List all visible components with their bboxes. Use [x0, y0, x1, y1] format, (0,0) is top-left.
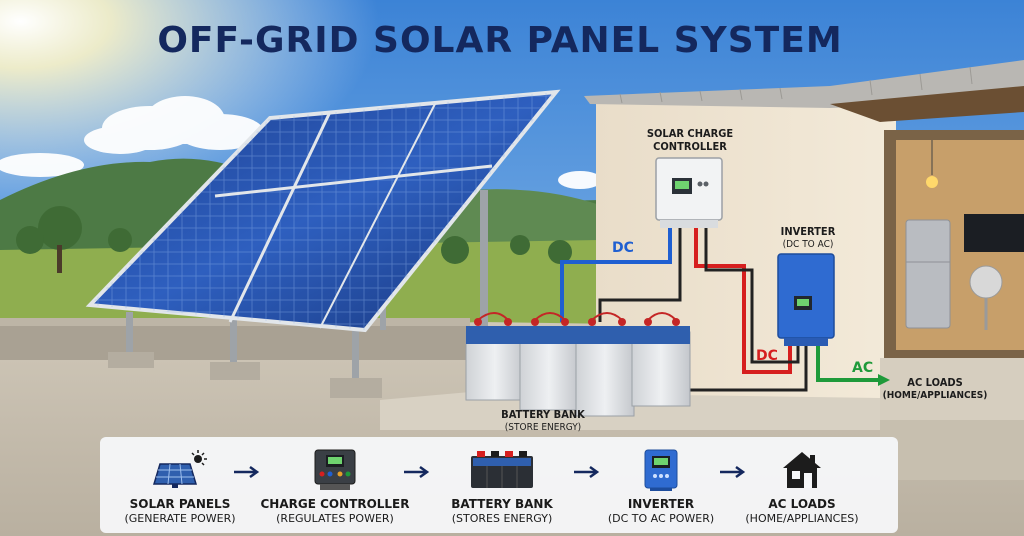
flow-step-name: SOLAR PANELS	[129, 497, 231, 511]
flow-step-name: AC LOADS	[768, 497, 836, 511]
flow-step-desc: (HOME/APPLIANCES)	[745, 512, 859, 525]
charge-controller-label-line1: SOLAR CHARGE	[646, 127, 734, 140]
diagram-title: OFF-GRID SOLAR PANEL SYSTEM	[157, 20, 843, 61]
dc-wire-label-inverter: DC	[756, 348, 778, 364]
battery-bank-device	[465, 312, 691, 417]
charge-controller-label: SOLAR CHARGE CONTROLLER	[640, 127, 740, 153]
flow-step-name: INVERTER	[627, 497, 695, 511]
flow-step-desc: (GENERATE POWER)	[124, 512, 236, 525]
flow-step-desc: (STORES ENERGY)	[451, 512, 553, 525]
inverter-icon	[644, 449, 678, 491]
charge-controller-label-line2: CONTROLLER	[653, 139, 727, 153]
charge-controller-icon	[314, 449, 356, 490]
inverter-label-sub: (DC TO AC)	[782, 238, 834, 250]
flow-step-inverter: INVERTER (DC TO AC POWER)	[581, 447, 741, 525]
system-flow-strip: SOLAR PANELS (GENERATE POWER) CHARGE CON…	[100, 437, 898, 533]
charge-controller-device	[655, 157, 723, 228]
ac-loads-label: AC LOADS (HOME/APPLIANCES)	[880, 376, 990, 401]
inverter-label-name: INVERTER	[780, 225, 836, 238]
battery-bank-label-name: BATTERY BANK	[501, 408, 585, 421]
battery-bank-icon	[471, 451, 533, 488]
arrow-right-icon	[720, 465, 746, 479]
flow-step-ac-loads: AC LOADS (HOME/APPLIANCES)	[722, 447, 882, 525]
flow-step-desc: (DC TO AC POWER)	[607, 512, 715, 525]
battery-bank-label: BATTERY BANK (STORE ENERGY)	[488, 408, 598, 433]
flow-step-solar-panels: SOLAR PANELS (GENERATE POWER)	[100, 447, 260, 525]
arrow-right-icon	[574, 465, 600, 479]
inverter-device	[777, 253, 835, 346]
arrow-right-icon	[404, 465, 430, 479]
solar-panel-array	[85, 89, 561, 333]
ac-loads-label-sub: (HOME/APPLIANCES)	[882, 389, 988, 401]
flow-step-name: BATTERY BANK	[451, 497, 553, 511]
solar-panel-icon	[152, 450, 207, 488]
flow-step-battery-bank: BATTERY BANK (STORES ENERGY)	[422, 447, 582, 525]
ac-loads-label-name: AC LOADS	[907, 376, 963, 389]
ac-wire-label: AC	[852, 360, 874, 376]
dc-wire-label-panel: DC	[612, 240, 634, 256]
flow-step-name: CHARGE CONTROLLER	[260, 497, 410, 511]
flow-step-desc: (REGULATES POWER)	[276, 512, 394, 525]
inverter-label: INVERTER (DC TO AC)	[768, 225, 848, 250]
flow-step-charge-controller: CHARGE CONTROLLER (REGULATES POWER)	[255, 447, 415, 525]
house-icon	[783, 452, 821, 488]
battery-bank-label-sub: (STORE ENERGY)	[504, 421, 582, 433]
arrow-right-icon	[234, 465, 260, 479]
